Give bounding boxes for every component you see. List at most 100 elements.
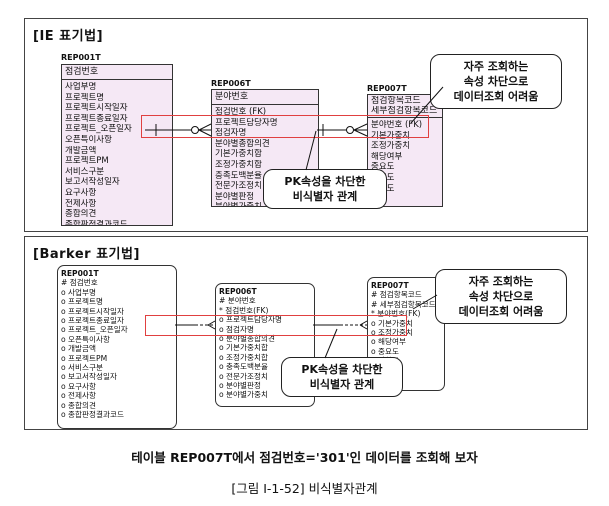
barker-callout-bottom: PK속성을 차단한 비식별자 관계 — [281, 357, 403, 397]
barker-rep007-table-name: REP007T — [371, 281, 409, 290]
barker-relationship-lines — [175, 294, 438, 359]
barker-rep001-attribute: o 프로젝트_오픈일자 — [61, 325, 128, 335]
ie-rep001-attribute: 보고서작성일자 — [65, 177, 120, 188]
barker-highlight-box — [145, 315, 407, 336]
ie-rep001-attribute: 사업부명 — [65, 82, 97, 92]
barker-rep006-attribute: o 프로젝트담당자명 — [219, 315, 282, 325]
ie-highlight-box — [141, 115, 429, 138]
barker-rep001-attribute: o 종합의견 — [61, 400, 97, 410]
barker-callout-top-line1: 자주 조회하는 — [468, 275, 534, 288]
ie-rep001-attribute: 개발금액 — [65, 145, 97, 156]
ie-rep006-attribute: 전문가조정치 — [215, 181, 262, 192]
barker-rep006-attribute: o 분야별가중치 — [219, 390, 268, 400]
ie-rep001-table-name: REP001T — [61, 53, 101, 62]
barker-rep006-attribute: o 분야별종합의견 — [219, 334, 275, 344]
ie-rep006-attribute: 점검자명 — [215, 128, 247, 139]
ie-rep007-attribute: 조정가중치 — [371, 141, 411, 152]
ie-rep001-attribute: 오픈특이사항 — [65, 134, 112, 145]
ie-rep007-primary-key: 점검항목코드 — [371, 96, 421, 106]
barker-rep006-primary-key: # 분야번호 — [219, 296, 256, 306]
barker-rep001-attribute: o 요구사항 — [61, 381, 97, 391]
barker-callout-top: 자주 조회하는 속성 차단으로 데이터조회 어려움 — [435, 269, 567, 324]
barker-rep001-primary-key: # 점검번호 — [61, 278, 98, 288]
ie-rep007-attribute: 해당여부 — [371, 151, 403, 162]
barker-rep001-attribute: o 프로젝트시작일자 — [61, 306, 124, 316]
ie-callout-top-line2: 속성 차단으로 — [463, 75, 529, 88]
ie-rep001-attribute: 프로젝트종료일자 — [65, 113, 128, 124]
barker-rep006-attribute: o 분야별판정 — [219, 381, 261, 391]
ie-rep006-table-name: REP006T — [211, 79, 251, 88]
barker-rep007-primary-key-2: # 세부점검항목코드 — [371, 299, 436, 309]
barker-callout-bottom-line1: PK속성을 차단한 — [301, 363, 383, 376]
barker-rep006-attribute: o 조정가중치합 — [219, 352, 268, 362]
barker-rep001-table-name: REP001T — [61, 269, 99, 278]
barker-rep007-primary-key: # 점검항목코드 — [371, 290, 422, 300]
barker-rep006-attribute: o 전문가조정치 — [219, 371, 268, 381]
barker-rep001-attribute: o 전제사항 — [61, 391, 97, 401]
barker-callout-top-line3: 데이터조회 어려움 — [458, 305, 544, 318]
barker-rep006-attribute: o 점검자명 — [219, 324, 255, 334]
barker-rep007-attribute: o 조정가중치 — [371, 328, 413, 338]
barker-rep001-attribute: o 서비스구분 — [61, 363, 103, 373]
ie-rep006-primary-key: 분야번호 — [212, 90, 318, 105]
ie-rep006-attribute: 점검번호 (FK) — [215, 107, 267, 117]
barker-rep007-attribute: o 기본가중치 — [371, 318, 413, 328]
barker-callout-top-line2: 속성 차단으로 — [468, 290, 534, 303]
ie-rep001-attribute: 프로젝트PM — [65, 156, 109, 167]
barker-rep001-attribute: o 종합판정결과코드 — [61, 410, 124, 420]
ie-panel-title: [IE 표기법] — [33, 29, 104, 44]
ie-rep001-attribute: 종합의견 — [65, 209, 97, 220]
barker-rep001-attribute: o 프로젝트종료일자 — [61, 316, 124, 326]
figure-caption: [그림 Ⅰ-1-52] 비식별자관계 — [231, 481, 378, 496]
barker-rep001-attribute: o 보고서작성일자 — [61, 372, 117, 382]
ie-rep006-attribute: 분야별판정 — [215, 191, 255, 202]
ie-rep001-attribute: 프로젝트명 — [65, 92, 105, 103]
ie-rep006-attribute: 프로젝트담당자명 — [215, 117, 278, 128]
barker-rep007-attribute: o 중요도 — [371, 346, 400, 356]
ie-relationship-lines — [145, 86, 444, 171]
caption-query-text: 테이블 REP007T에서 점검번호='301'인 데이터를 조회해 보자 — [131, 450, 478, 465]
ie-rep006-attribute: 충족도백분율 — [215, 170, 262, 181]
ie-callout-top: 자주 조회하는 속성 차단으로 데이터조회 어려움 — [430, 54, 562, 109]
barker-callout-bottom-line2: 비식별자 관계 — [309, 378, 375, 391]
barker-rep006-attribute: o 충족도백분율 — [219, 362, 268, 372]
ie-rep006-attribute: 기본가중치합 — [215, 149, 262, 160]
ie-rep006-attribute: 조정가중치합 — [215, 159, 262, 170]
ie-rep001-attribute: 종합판정결과코드 — [65, 219, 128, 226]
ie-rep006-attribute: 분야별가중치 — [215, 202, 315, 206]
barker-panel-title: [Barker 표기법] — [33, 247, 140, 262]
ie-rep001-attribute: 프로젝트_오픈일자 — [65, 124, 132, 135]
barker-rep001-attribute: o 프로젝트명 — [61, 297, 103, 307]
barker-rep006-attribute: * 점검번호(FK) — [219, 305, 269, 315]
ie-rep007-table-name: REP007T — [367, 84, 407, 93]
ie-rep007-attribute: 기본가중치 — [371, 130, 411, 141]
barker-rep001-attribute: o 프로젝트PM — [61, 353, 108, 363]
barker-rep006-table-name: REP006T — [219, 287, 257, 296]
barker-rep001-attribute: o 사업부명 — [61, 287, 97, 297]
ie-rep007-attribute: 중요도 — [371, 162, 395, 173]
ie-callout-bottom-line2: 비식별자 관계 — [292, 190, 358, 203]
ie-rep001-attribute: 요구사항 — [65, 187, 97, 198]
ie-callout-top-line1: 자주 조회하는 — [463, 60, 529, 73]
ie-callout-bottom-line1: PK속성을 차단한 — [284, 175, 366, 188]
barker-rep006-attribute: o 기본가중치합 — [219, 343, 268, 353]
ie-rep001-primary-key: 점검번호 — [62, 65, 172, 80]
barker-rep001-attribute: o 오픈특이사항 — [61, 334, 110, 344]
barker-rep007-attribute: o 해당여부 — [371, 337, 407, 347]
ie-rep001-attribute: 서비스구분 — [65, 166, 105, 177]
ie-callout-bottom: PK속성을 차단한 비식별자 관계 — [263, 169, 387, 209]
ie-rep007-attribute: 분야번호 (FK) — [371, 120, 423, 130]
ie-rep006-attribute: 분야별종합의견 — [215, 138, 270, 149]
ie-rep001-attribute: 전제사항 — [65, 198, 97, 209]
ie-rep001-attribute: 프로젝트시작일자 — [65, 103, 128, 114]
ie-rep007-primary-key-2: 세부점검항목코드 — [371, 106, 438, 116]
barker-rep001-attribute: o 개발금액 — [61, 344, 97, 354]
